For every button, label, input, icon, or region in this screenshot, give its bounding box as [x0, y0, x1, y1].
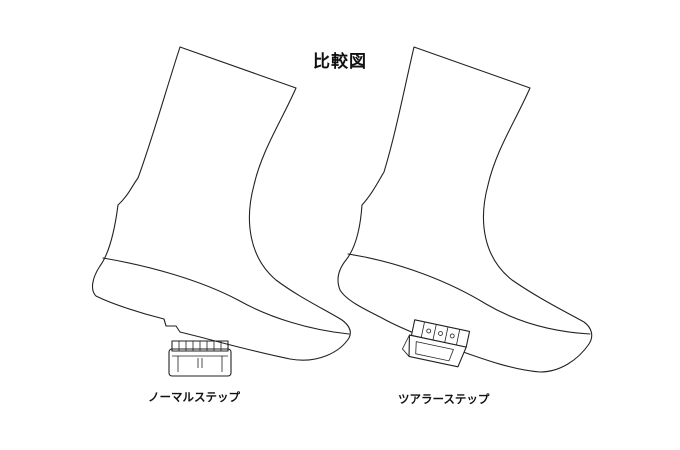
- boot-normal-heel-edge: [163, 318, 167, 327]
- caption-tourer-step: ツアラーステップ: [398, 392, 490, 406]
- boot-tourer-sole-line: [347, 253, 591, 335]
- boot-normal-sole-line: [102, 257, 350, 335]
- tourer-step-block: [401, 319, 471, 368]
- boot-normal-outline: [91, 46, 351, 361]
- boot-tourer-outline: [337, 46, 593, 373]
- normal-step-block: [168, 340, 232, 377]
- boot-normal-step: [91, 46, 351, 361]
- caption-normal-step: ノーマルステップ: [148, 390, 240, 404]
- diagram-title: 比較図: [313, 52, 367, 72]
- boot-tourer-step: [337, 46, 593, 373]
